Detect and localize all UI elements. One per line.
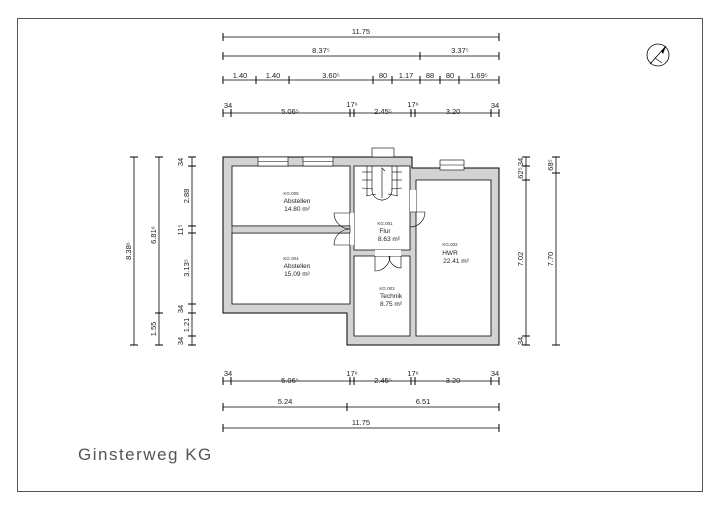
- dim-left-inner-6: 1.21: [182, 318, 191, 333]
- dim-top-row2-b: 3.37⁵: [451, 46, 469, 55]
- dim-right-inner-1: 34: [516, 158, 525, 166]
- dim-right-inner-3: 7.02: [516, 252, 525, 267]
- room-id-kg004: KG.004: [283, 256, 299, 261]
- dim-top-row3-2: 1.40: [266, 71, 281, 80]
- dim-top-row3-3: 3.60⁵: [322, 71, 340, 80]
- dim-bottom-row1-5: 17⁶: [407, 369, 418, 378]
- room-area-kg003: 8.75 m²: [380, 301, 403, 308]
- room-area-kg005: 14.80 m²: [284, 206, 310, 213]
- dim-top-row2-a: 8.37⁵: [312, 46, 330, 55]
- dim-top-row4-2: 5.06⁵: [281, 107, 299, 116]
- dim-top-row3-4: 80: [379, 71, 387, 80]
- room-name-kg005: Abstellen: [284, 198, 311, 205]
- dim-top-row3-1: 1.40: [233, 71, 248, 80]
- room-void-kg005: [231, 165, 351, 227]
- dim-left-overall: 8.38⁶: [124, 242, 133, 260]
- dim-right-inner-4: 34: [516, 337, 525, 345]
- room-area-kg001: 8.63 m²: [378, 236, 401, 243]
- dim-top-row3-7: 80: [446, 71, 454, 80]
- dim-right-outer-2: 7.70: [546, 252, 555, 267]
- left-dimensions: 8.38⁶ 6.81⁶ 1.55 34 2.88 11⁵ 3.13⁵ 34 1.…: [124, 156, 196, 346]
- doors: [333, 211, 426, 272]
- dim-left-inner-1: 34: [176, 158, 185, 166]
- dim-top-row4-1: 34: [224, 101, 232, 110]
- room-area-kg004: 15.09 m²: [284, 271, 310, 278]
- dim-left-inner-3: 11⁵: [176, 225, 185, 236]
- top-dimensions: 11.75 8.37⁵ 3.37⁵ 1.40 1.40 3.60⁵ 80 1.1…: [222, 27, 500, 117]
- dim-top-row3-6: 88: [426, 71, 434, 80]
- room-id-kg003: KG.003: [379, 286, 395, 291]
- room-id-kg001: KG.001: [377, 221, 393, 226]
- dim-bottom-row1-1: 34: [224, 369, 232, 378]
- dim-top-row4-3: 17⁶: [346, 100, 357, 109]
- dim-bottom-row1-7: 34: [491, 369, 499, 378]
- dim-left-inner-2: 2.88: [182, 189, 191, 204]
- dim-top-row4-5: 17⁶: [407, 100, 418, 109]
- dim-top-row3-8: 1.69⁵: [470, 71, 488, 80]
- room-id-kg005: KG.005: [283, 191, 299, 196]
- dim-bottom-row1-6: 3.20: [446, 376, 461, 385]
- dim-bottom-row1-3: 17⁶: [346, 369, 357, 378]
- room-void-kg002: [415, 179, 492, 337]
- sheet-frame: [17, 18, 703, 492]
- drawing-title: Ginsterweg KG: [78, 445, 213, 464]
- room-name-kg004: Abstellen: [284, 263, 311, 270]
- dim-top-row4-4: 2.45⁵: [374, 107, 392, 116]
- dim-left-inner-7: 34: [176, 337, 185, 345]
- bottom-dimensions: 34 5.06⁵ 17⁶ 2.45⁵ 17⁶ 3.20 34 5.24 6.51…: [222, 369, 500, 432]
- room-name-kg003: Technik: [380, 293, 403, 300]
- room-id-kg002: KG.002: [442, 242, 458, 247]
- dim-bottom-row1-4: 2.45⁵: [374, 376, 392, 385]
- dim-left-inner-5: 34: [176, 305, 185, 313]
- dim-bottom-row2-a: 5.24: [278, 397, 293, 406]
- building-walls: [222, 147, 500, 346]
- right-dimensions: 34 62⁵ 7.02 34 68⁵ 7.70: [516, 156, 560, 346]
- dim-top-row4-6: 3.20: [446, 107, 461, 116]
- staircase: [361, 166, 403, 201]
- dim-left-mid-a: 6.81⁶: [149, 226, 158, 244]
- dim-right-inner-2: 62⁵: [516, 167, 525, 178]
- room-name-kg002: HWR: [442, 250, 458, 257]
- dim-bottom-row2-b: 6.51: [416, 397, 431, 406]
- dim-bottom-overall: 11.75: [352, 418, 370, 427]
- room-area-kg002: 22.41 m²: [443, 258, 469, 265]
- dim-left-inner-4: 3.13⁵: [182, 259, 191, 277]
- dim-top-row3-5: 1.17: [399, 71, 414, 80]
- dim-left-mid-b: 1.55: [149, 322, 158, 337]
- dim-top-overall: 11.75: [352, 27, 370, 36]
- room-name-kg001: Flur: [379, 228, 391, 235]
- north-arrow-icon: [646, 43, 670, 67]
- dim-top-row4-7: 34: [491, 101, 499, 110]
- dim-right-outer-1: 68⁵: [546, 159, 555, 170]
- dim-bottom-row1-2: 5.06⁵: [281, 376, 299, 385]
- room-labels: KG.005 Abstellen 14.80 m² KG.004 Abstell…: [283, 191, 469, 308]
